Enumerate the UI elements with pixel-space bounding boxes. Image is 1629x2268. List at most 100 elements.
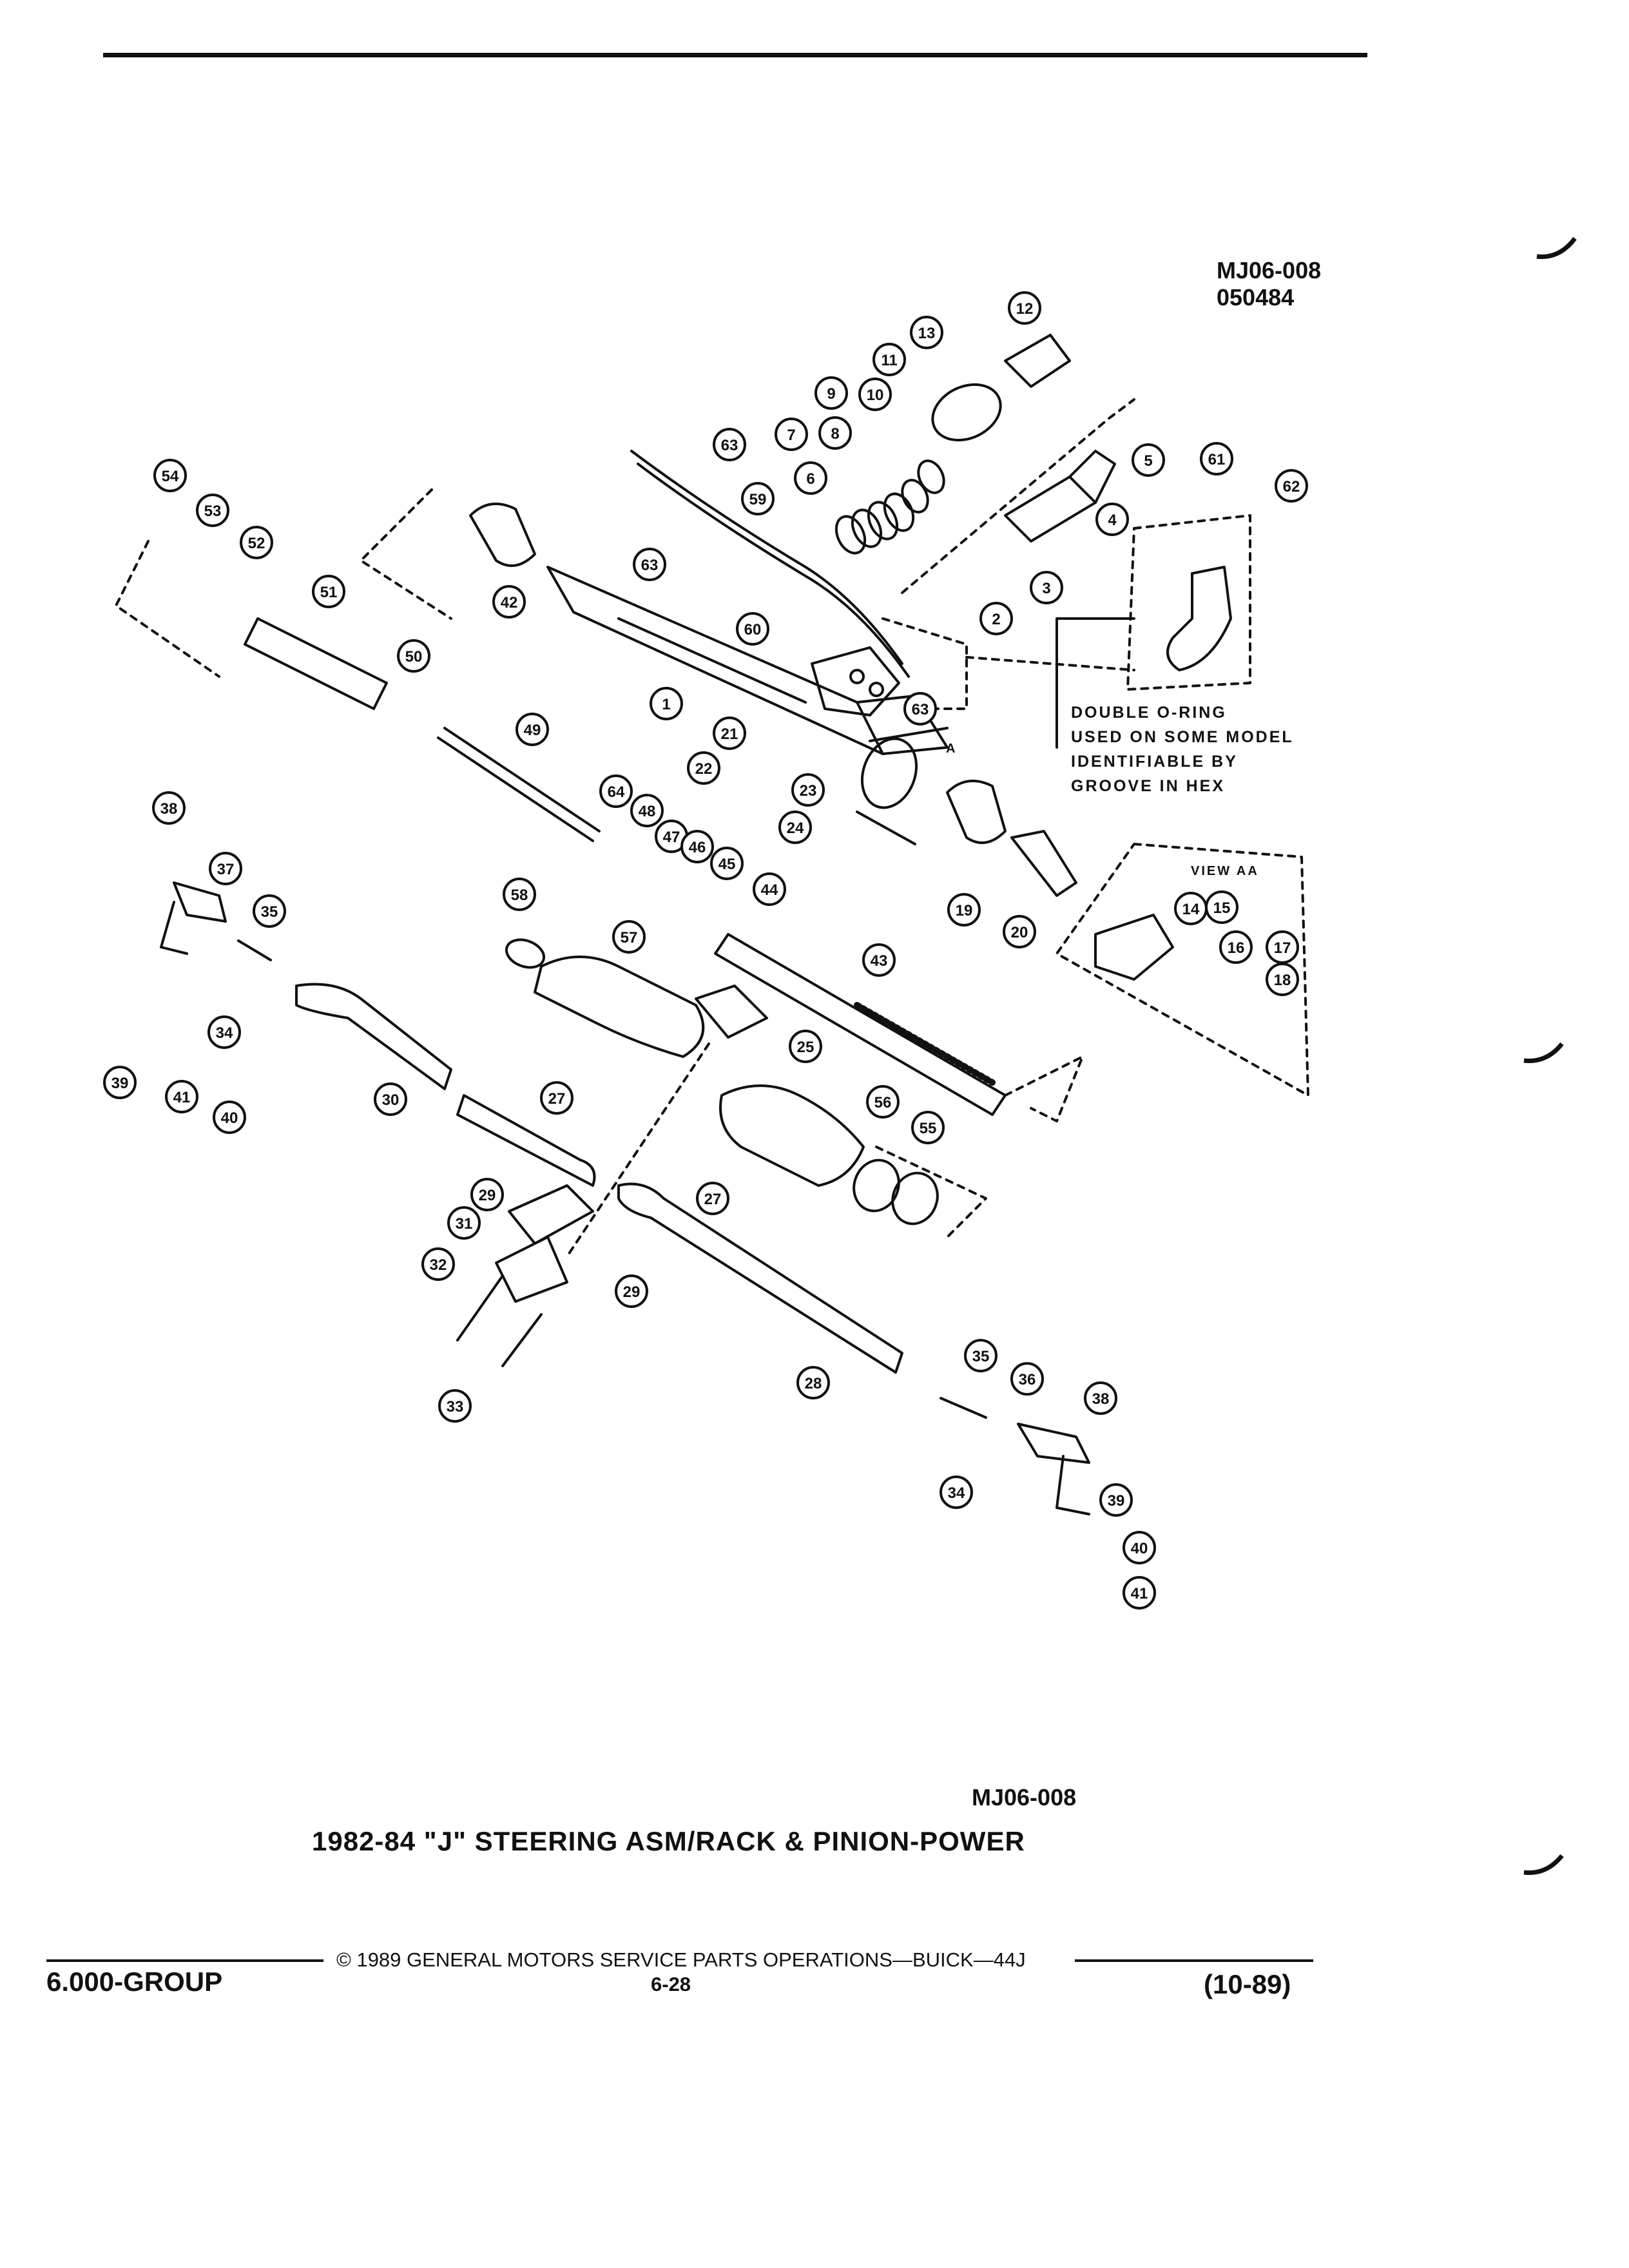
callout-10: 10: [858, 378, 892, 411]
figure-code-top: MJ06-008: [1217, 257, 1322, 284]
callout-number: 48: [639, 803, 656, 820]
callout-number: 24: [787, 820, 804, 837]
note-line-1: DOUBLE O-RING: [1071, 704, 1227, 722]
note-line-2: USED ON SOME MODEL: [1071, 728, 1294, 746]
callout-number: 10: [867, 387, 884, 404]
tube-51: [244, 617, 388, 710]
callout-number: 59: [749, 491, 767, 508]
clamp-58: [505, 938, 546, 969]
callout-number: 25: [797, 1039, 815, 1056]
callout-11: 11: [872, 343, 906, 376]
callout-number: 13: [918, 325, 936, 342]
callout-9: 9: [815, 376, 848, 410]
callout-number: 8: [831, 425, 839, 443]
callout-41: 41: [165, 1080, 198, 1113]
binder-mark-2: [1523, 1042, 1564, 1063]
callout-number: 29: [623, 1283, 641, 1301]
callout-number: 47: [663, 829, 680, 846]
callout-53: 53: [196, 494, 229, 527]
callout-34: 34: [207, 1015, 241, 1049]
bolt-33b: [501, 1313, 543, 1367]
figure-code-bottom: MJ06-008: [972, 1784, 1077, 1811]
valve-housing-detail: [1094, 914, 1174, 981]
callout-number: 57: [621, 929, 638, 947]
dashed-box-55: [875, 1146, 987, 1238]
view-aa-box: [1055, 843, 1309, 1097]
callout-number: 43: [871, 952, 888, 970]
figure-date-code: 050484: [1217, 284, 1295, 311]
dashed-box-52-54: [115, 540, 220, 678]
callout-number: 62: [1283, 478, 1300, 495]
callout-58: 58: [503, 878, 536, 911]
callout-number: 30: [382, 1091, 400, 1109]
callout-19: 19: [947, 893, 981, 927]
line-59: [630, 450, 903, 665]
callout-27: 27: [540, 1081, 574, 1115]
callout-57: 57: [612, 920, 646, 954]
callout-number: 29: [479, 1187, 496, 1204]
plate-31: [508, 1184, 594, 1245]
figure-title: 1982-84 "J" STEERING ASM/RACK & PINION-P…: [312, 1826, 1025, 1856]
tie-rod-28: [617, 1182, 903, 1374]
callout-number: 11: [881, 352, 897, 369]
clamp-55: [891, 1171, 939, 1225]
footer-copyright: © 1989 GENERAL MOTORS SERVICE PARTS OPER…: [336, 1948, 1026, 1971]
plug-13: [1004, 334, 1071, 388]
plate-32: [495, 1236, 568, 1303]
callout-51: 51: [312, 575, 345, 608]
dashed-box-42: [360, 488, 452, 620]
callout-1: 1: [650, 687, 683, 720]
view-aa-label: VIEW AA: [1191, 864, 1259, 878]
callout-37: 37: [209, 852, 242, 885]
callout-30: 30: [374, 1082, 407, 1116]
callout-number: 22: [695, 760, 713, 778]
binder-mark-1: [1536, 236, 1577, 259]
bolt-33a: [456, 1274, 504, 1341]
callout-40: 40: [213, 1100, 246, 1134]
callout-number: 41: [173, 1089, 191, 1106]
callout-number: 9: [827, 385, 835, 403]
callout-13: 13: [910, 316, 943, 349]
tie-rod-28b: [456, 1094, 596, 1187]
callout-44: 44: [753, 872, 786, 906]
callout-38: 38: [1084, 1381, 1117, 1415]
boot-57b: [719, 1084, 865, 1187]
callout-number: 12: [1016, 300, 1034, 318]
callout-40: 40: [1123, 1531, 1156, 1564]
callout-number: 42: [501, 594, 518, 611]
note-line-4: GROOVE IN HEX: [1071, 777, 1226, 795]
callout-number: 33: [447, 1398, 464, 1416]
callout-number: 40: [1131, 1540, 1148, 1557]
callout-39: 39: [1099, 1483, 1133, 1517]
callout-number: 2: [992, 611, 1000, 628]
callout-number: 19: [956, 902, 973, 919]
callout-34: 34: [940, 1475, 973, 1509]
callout-number: 14: [1182, 901, 1200, 918]
callout-number: 58: [511, 887, 528, 904]
valve-spool-4: [1004, 476, 1097, 543]
callout-number: 34: [948, 1485, 965, 1502]
callout-35: 35: [964, 1339, 998, 1372]
housing-ring: [860, 737, 918, 809]
callout-number: 54: [162, 468, 179, 485]
note-line-3: IDENTIFIABLE BY: [1071, 753, 1238, 771]
tie-rod-end-36: [1017, 1423, 1090, 1464]
callout-number: 38: [1092, 1390, 1110, 1408]
dashed-line-bolt: [566, 1043, 710, 1258]
callout-39: 39: [103, 1066, 137, 1099]
footer-date: (10-89): [1204, 1969, 1291, 1999]
callout-42: 42: [492, 585, 526, 619]
callout-number: 17: [1274, 939, 1291, 957]
callout-number: 28: [805, 1375, 822, 1392]
callout-63: 63: [633, 548, 666, 581]
callout-number: 64: [608, 783, 625, 801]
callout-63: 63: [903, 692, 937, 726]
callout-54: 54: [153, 459, 187, 492]
callout-21: 21: [713, 716, 746, 750]
callout-number: 1: [662, 696, 670, 713]
bolt-plate-25: [695, 985, 768, 1039]
callout-number: 41: [1131, 1585, 1148, 1602]
callout-number: 60: [744, 621, 762, 639]
callout-46: 46: [680, 830, 714, 863]
